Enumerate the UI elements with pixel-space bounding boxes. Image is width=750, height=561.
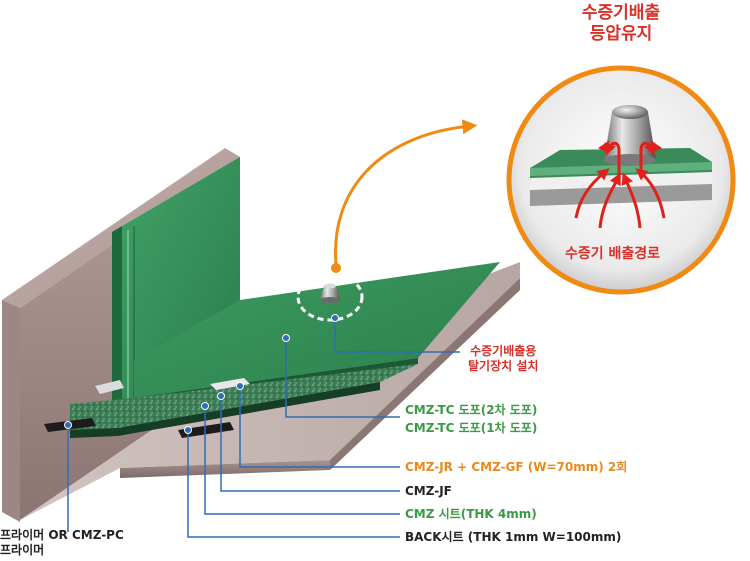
callout-title-line2: 등압유지 — [589, 24, 653, 44]
floor-membrane — [44, 262, 500, 438]
label-back-sheet: BACK시트 (THK 1mm W=100mm) — [405, 530, 622, 544]
vent-device — [296, 263, 364, 322]
label-primer-line1: 프라이머 OR CMZ-PC — [0, 528, 124, 542]
inset-circle — [506, 65, 736, 295]
vent-device-label-line1: 수증기배출용 — [470, 344, 537, 358]
label-primer-line2: 프라이머 — [0, 543, 45, 557]
leader-lines — [67, 318, 460, 538]
leader-dots — [64, 314, 339, 434]
label-cmz-sheet: CMZ 시트(THK 4mm) — [405, 507, 537, 521]
label-primer: 프라이머 OR CMZ-PC 프라이머 — [0, 528, 124, 558]
label-cmz-jf: CMZ-JF — [405, 484, 452, 498]
vapor-path-label: 수증기 배출경로 — [565, 246, 661, 262]
vent-device-label-line2: 탈기장치 설치 — [468, 359, 539, 373]
callout-title-line1: 수증기배출 — [581, 3, 661, 23]
label-cmz-jr-gf: CMZ-JR + CMZ-GF (W=70mm) 2회 — [405, 460, 628, 474]
label-cmz-tc-2nd: CMZ-TC 도포(2차 도포) — [405, 403, 538, 417]
vent-device-label: 수증기배출용 탈기장치 설치 — [468, 344, 538, 374]
callout-title: 수증기배출 등압유지 — [575, 3, 667, 45]
callout-arrow — [334, 119, 478, 265]
label-cmz-tc-1st: CMZ-TC 도포(1차 도포) — [405, 421, 538, 435]
